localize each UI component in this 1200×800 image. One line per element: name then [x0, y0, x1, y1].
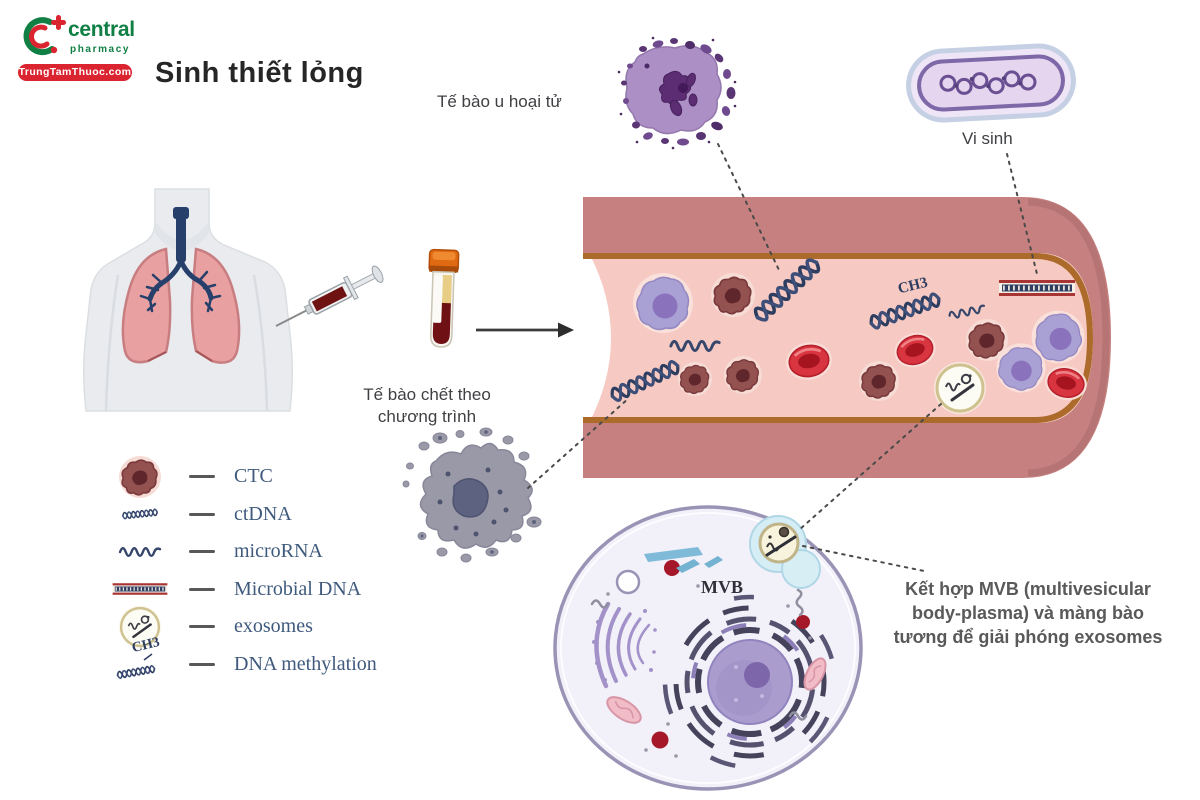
legend-label: microRNA: [234, 540, 323, 563]
ctc-cell-icon: [118, 454, 162, 499]
legend-row-dna-methylation: CH3 DNA methylation: [98, 635, 408, 684]
legend-row-exosomes: exosomes: [98, 604, 408, 650]
dna-helix-icon: [121, 508, 159, 520]
microbe-label: Vi sinh: [962, 129, 1013, 148]
vessel-lining: [583, 253, 1094, 423]
exosome-vesicle: [932, 360, 988, 416]
mvb-label: MVB: [701, 577, 743, 597]
necrotic-tumor-cell: [617, 36, 737, 150]
multivesicular-body: [749, 515, 821, 589]
apoptotic-bodies: [617, 36, 737, 150]
dna-ch3-icon: [116, 653, 156, 680]
vesicles: [590, 552, 812, 758]
blood-tube-icon: [428, 248, 460, 348]
mitochondrion: [606, 696, 642, 724]
legend-dash: [189, 625, 215, 629]
legend-dash: [189, 550, 215, 554]
legend-label: exosomes: [234, 615, 313, 638]
page-title: Sinh thiết lỏng: [155, 57, 364, 89]
ctc-purple-cell: [632, 272, 694, 334]
legend-dash: [189, 475, 215, 479]
legend-row-microrna: microRNA: [98, 533, 408, 571]
legend-dash: [189, 662, 215, 666]
microbe-bacterium: [906, 43, 1076, 123]
legend-row-microbial-dna: Microbial DNA: [98, 571, 408, 609]
brand-url-badge[interactable]: TrungTamThuoc.com: [18, 64, 132, 81]
microbial-dna-bar-icon: [110, 570, 170, 608]
legend-dash: [189, 587, 215, 591]
legend-dash: [189, 512, 215, 516]
vessel-wall: [583, 197, 1111, 478]
ctc-maroon-cell: [677, 361, 713, 397]
syringe-icon: [275, 265, 384, 327]
nucleus: [707, 639, 793, 725]
ctc-maroon-cell: [858, 360, 900, 402]
legend-label: DNA methylation: [234, 652, 377, 675]
golgi-apparatus: [594, 601, 651, 689]
brand-tagline: pharmacy: [70, 44, 131, 55]
nucleolus: [744, 662, 770, 688]
ctc-maroon-cell: [710, 272, 756, 318]
exosome-release-caption: Kết hợp MVB (multivesicular body-plasma)…: [893, 579, 1163, 647]
microbial-dna-bar: [999, 280, 1075, 296]
legend-row-ctc: CTC: [98, 454, 408, 499]
apoptotic-cell-label: Tế bào chết theo chương trình: [363, 385, 491, 426]
apoptotic-cell: [402, 427, 542, 563]
legend-row-ctdna: ctDNA: [98, 496, 408, 534]
brand-logo: central pharmacy TrungTamThuoc.com: [16, 12, 136, 86]
mitochondrion: [803, 657, 827, 691]
legend-label: Microbial DNA: [234, 577, 362, 600]
transport-arrows: [644, 547, 723, 573]
legend-label: CTC: [234, 465, 273, 488]
trachea-bronchi: [139, 207, 222, 313]
necrotic-cell-label: Tế bào u hoại tử: [437, 92, 562, 111]
pharmacy-logo-icon: [23, 15, 66, 56]
rna-squiggle-icon: [118, 546, 162, 557]
tumor-cell-cross-section: [553, 505, 863, 791]
brand-name: central: [68, 18, 135, 41]
torso-lungs-illustration: [82, 188, 294, 412]
blood-vessel: [583, 197, 1111, 478]
legend: CTC ctDNA microRNA Microbial DNA exosome…: [98, 454, 408, 684]
flow-arrow-icon: [476, 322, 574, 338]
legend-label: ctDNA: [234, 502, 292, 525]
ctc-maroon-cell: [723, 355, 763, 395]
